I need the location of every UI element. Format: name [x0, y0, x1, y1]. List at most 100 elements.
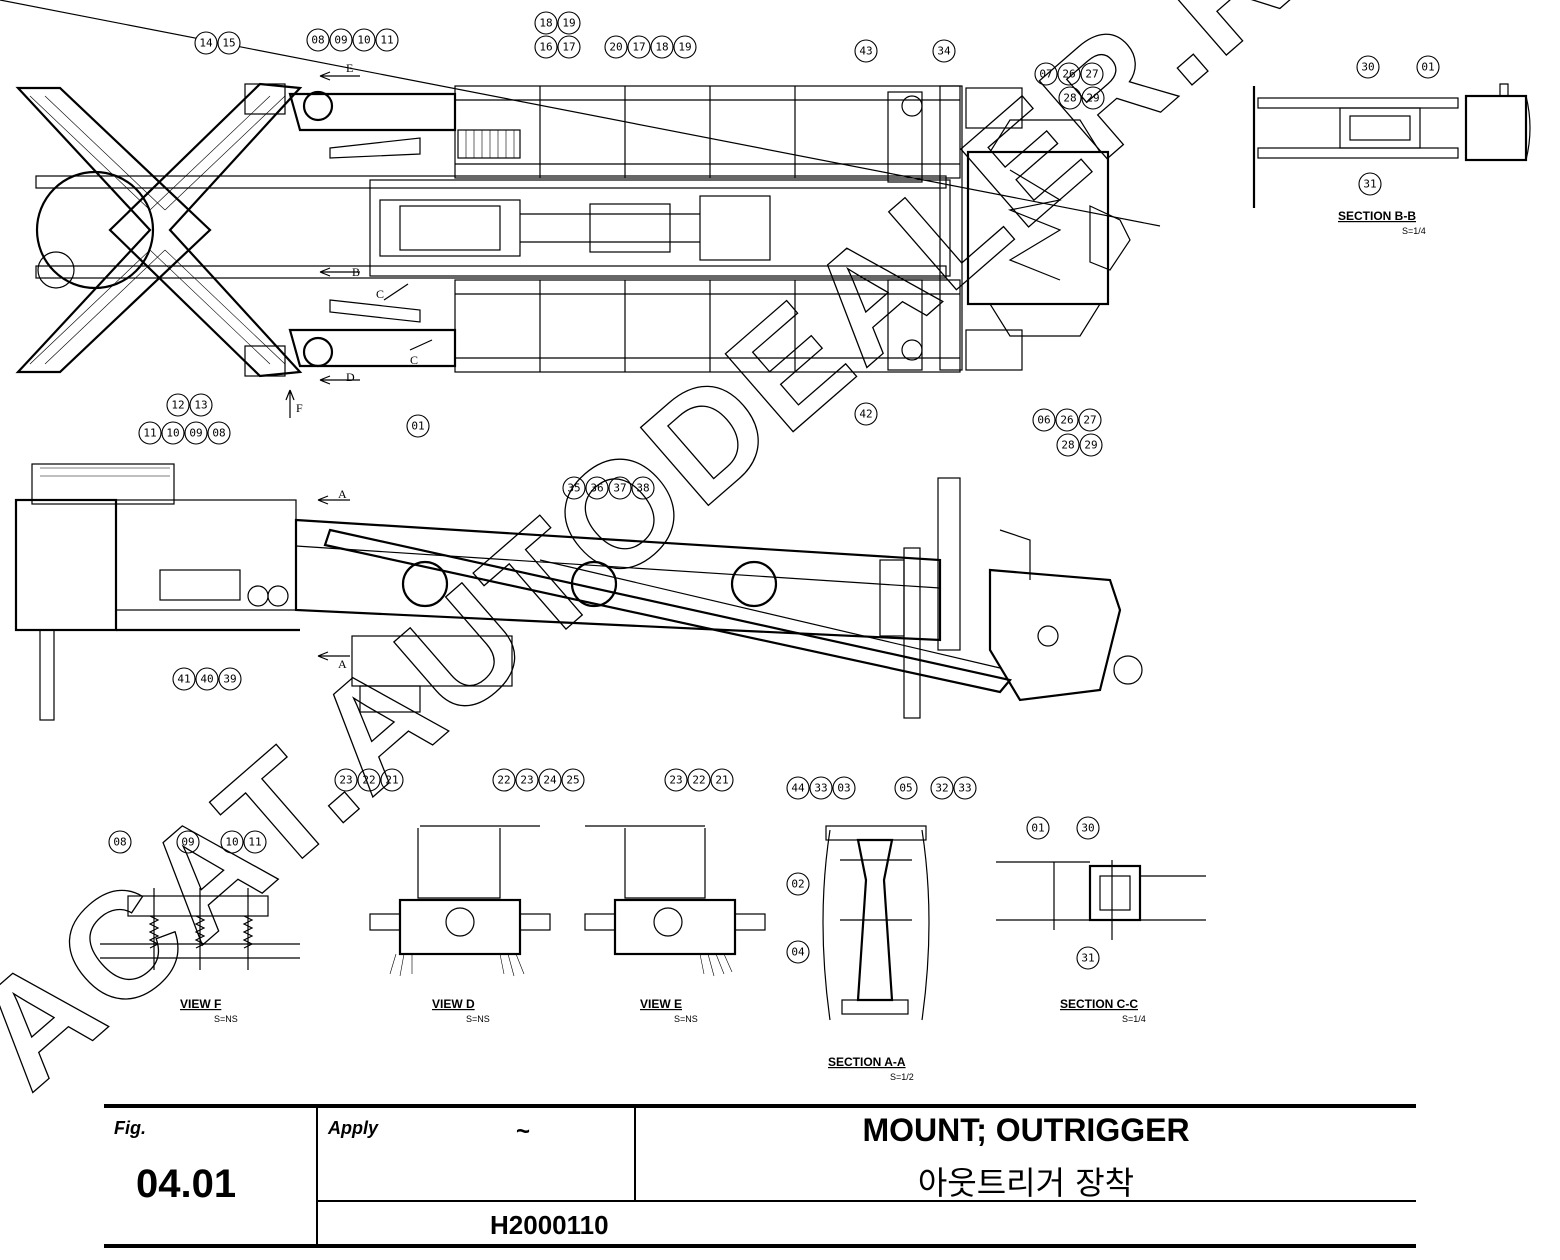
title-korean: 아웃트리거 장착 [917, 1164, 1135, 1202]
callout-circle [207, 421, 231, 445]
callout-circle [195, 667, 219, 691]
callout-bubble: 01 [406, 414, 430, 438]
callout-circle [930, 776, 954, 800]
callout-number: 04 [791, 946, 805, 959]
view-e-scale: S=NS [674, 1014, 698, 1024]
callout-circle [710, 768, 734, 792]
callout-number: 33 [814, 782, 827, 795]
callout-number: 05 [899, 782, 912, 795]
callout-number: 36 [590, 482, 603, 495]
callout-number: 03 [837, 782, 850, 795]
callout-number: 17 [562, 41, 575, 54]
callout-circle [492, 768, 516, 792]
callout-circle [562, 476, 586, 500]
callout-circle [243, 830, 267, 854]
callout-number: 21 [385, 774, 398, 787]
callout-number: 27 [1085, 68, 1098, 81]
callout-circle [585, 476, 609, 500]
callout-circle [894, 776, 918, 800]
view-arrows: E B C D F A A C [285, 61, 433, 671]
callout-circle [166, 393, 190, 417]
title-english: MOUNT; OUTRIGGER [862, 1112, 1190, 1148]
callout-circle [375, 28, 399, 52]
arrow-label-a-top: A [338, 487, 347, 501]
section-cc-drawing [996, 860, 1206, 940]
arrow-label-a-bottom: A [338, 657, 347, 671]
callout-number: 18 [655, 41, 668, 54]
callout-bubble: 30 [1356, 55, 1380, 79]
callout-circle [1034, 62, 1058, 86]
callout-number: 28 [1063, 92, 1076, 105]
callout-number: 31 [1081, 952, 1094, 965]
section-cc-label: SECTION C-C [1060, 997, 1138, 1011]
callout-number: 26 [1060, 414, 1073, 427]
callout-circle [786, 940, 810, 964]
callout-number: 08 [212, 427, 225, 440]
callout-circle [1081, 86, 1105, 110]
callout-number: 11 [248, 836, 261, 849]
callout-number: 19 [678, 41, 691, 54]
callout-circle [161, 421, 185, 445]
callout-number: 40 [200, 673, 213, 686]
callout-number: 24 [543, 774, 557, 787]
callout-circle [1356, 55, 1380, 79]
callout-number: 01 [411, 420, 424, 433]
callout-number: 23 [520, 774, 533, 787]
view-f-drawing [100, 888, 300, 970]
callout-circle [334, 768, 358, 792]
callout-circle [953, 776, 977, 800]
callout-bubble: 43 [854, 39, 878, 63]
callout-number: 28 [1061, 439, 1074, 452]
callout-number: 21 [715, 774, 728, 787]
section-aa-scale: S=1/2 [890, 1072, 914, 1082]
callout-number: 17 [632, 41, 645, 54]
callout-circle [650, 35, 674, 59]
callout-number: 37 [613, 482, 626, 495]
callout-circle [1056, 433, 1080, 457]
callout-circle [217, 31, 241, 55]
callout-circle [172, 667, 196, 691]
callout-circle [1080, 62, 1104, 86]
callout-number: 29 [1084, 439, 1097, 452]
callout-circle [1079, 433, 1103, 457]
view-f-scale: S=NS [214, 1014, 238, 1024]
callout-number: 38 [636, 482, 649, 495]
arrow-label-f: F [296, 401, 303, 415]
callout-number: 14 [199, 37, 213, 50]
callout-circle [786, 872, 810, 896]
callout-circle [832, 776, 856, 800]
callout-bubble: 30 [1076, 816, 1100, 840]
callout-number: 30 [1361, 61, 1374, 74]
callout-bubble: 01 [1026, 816, 1050, 840]
plan-view [0, 0, 1161, 378]
callout-circle [673, 35, 697, 59]
callout-number: 01 [1031, 822, 1044, 835]
callout-number: 11 [380, 34, 393, 47]
callout-number: 41 [177, 673, 190, 686]
callout-number: 02 [791, 878, 804, 891]
callout-circle [557, 11, 581, 35]
callout-number: 10 [225, 836, 238, 849]
callout-number: 16 [539, 41, 552, 54]
callout-number: 08 [311, 34, 324, 47]
callout-bubble: 31 [1358, 172, 1382, 196]
view-d-drawing [369, 825, 551, 977]
callout-number: 34 [937, 45, 951, 58]
callout-circle [538, 768, 562, 792]
view-e-label: VIEW E [640, 997, 682, 1011]
callout-bubble: 01 [1416, 55, 1440, 79]
callout-circle [220, 830, 244, 854]
callout-circle [515, 768, 539, 792]
callout-circle [189, 393, 213, 417]
callout-circle [1076, 816, 1100, 840]
callout-number: 09 [181, 836, 194, 849]
callout-number: 26 [1062, 68, 1075, 81]
